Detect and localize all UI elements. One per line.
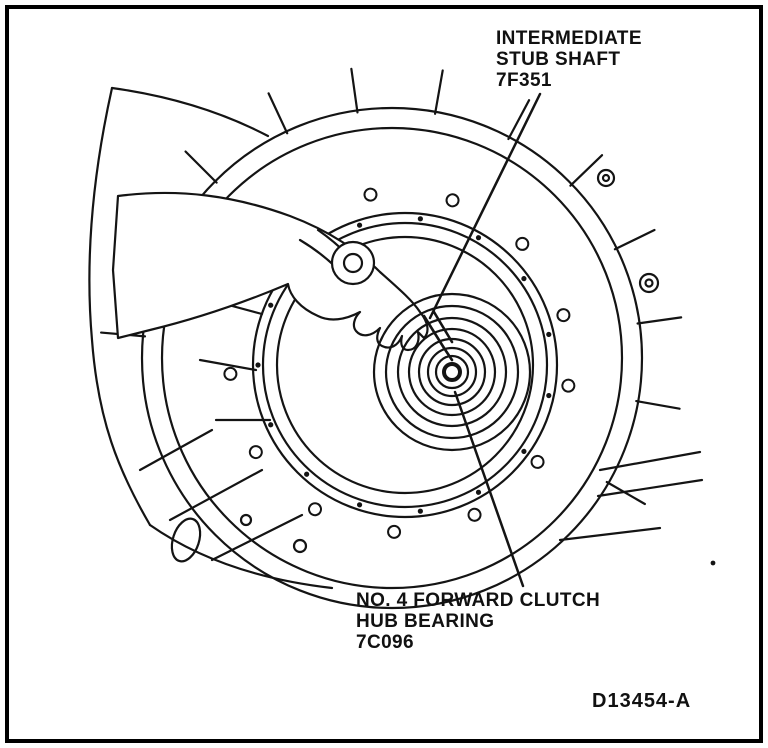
stub-shaft-part-number: 7F351 <box>496 70 552 91</box>
stub-shaft-label-line1: INTERMEDIATE <box>496 28 642 49</box>
stud-dots <box>255 216 552 514</box>
case-detail-right <box>558 168 716 566</box>
hub-bearing-label-line1: NO. 4 FORWARD CLUTCH <box>356 590 601 611</box>
clutch-plate-rings <box>251 211 559 519</box>
stub-shaft-label: INTERMEDIATE STUB SHAFT 7F351 <box>496 28 642 91</box>
hub-bearing-label-line2: HUB BEARING <box>356 611 495 632</box>
transmission-housing <box>100 67 683 610</box>
leader-line-stub-shaft <box>428 92 542 320</box>
case-outline <box>88 86 334 590</box>
hub-bearing-label: NO. 4 FORWARD CLUTCH HUB BEARING 7C096 <box>356 590 600 653</box>
hub-bearing-part-number: 7C096 <box>356 632 414 653</box>
stub-shaft-label-line2: STUB SHAFT <box>496 49 621 70</box>
leader-line-hub-bearing <box>453 390 525 588</box>
hub-bearing <box>372 292 532 452</box>
figure-code: D13454-A <box>592 690 692 712</box>
